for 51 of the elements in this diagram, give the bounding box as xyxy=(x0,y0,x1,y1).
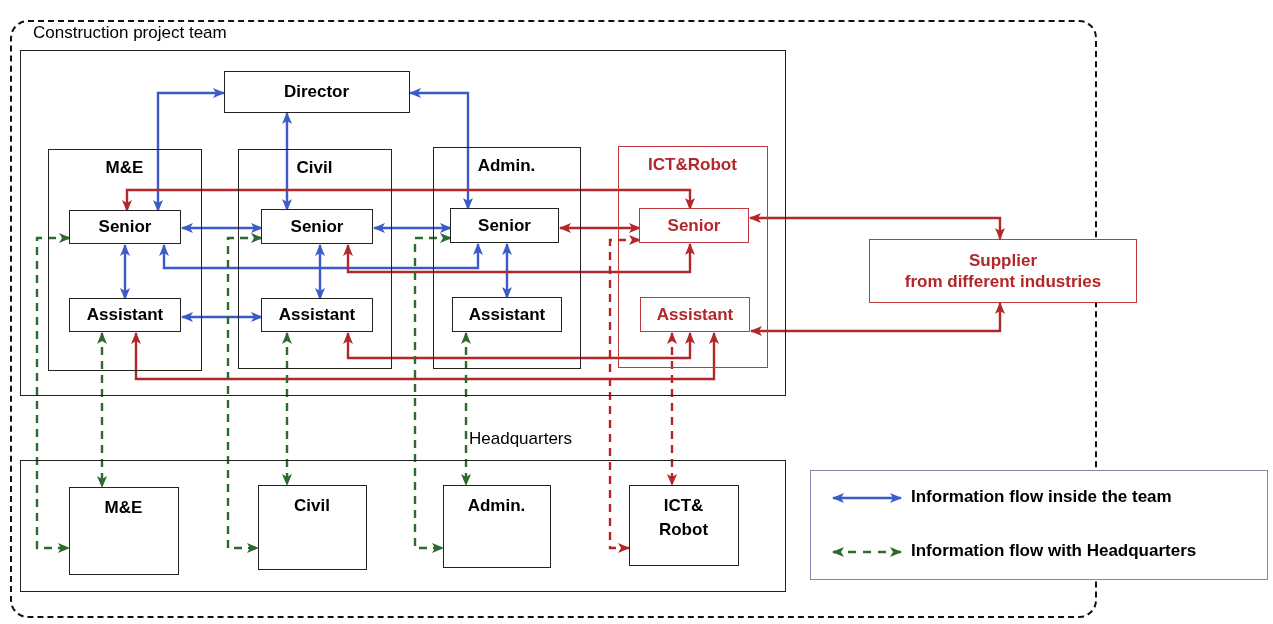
arrow xyxy=(181,312,263,322)
group-title: ICT&Robot xyxy=(647,154,738,175)
legend-text: Information flow with Headquarters xyxy=(911,541,1197,561)
arrow xyxy=(120,244,130,300)
department-group xyxy=(47,148,202,371)
arrow xyxy=(409,88,473,210)
department-group xyxy=(617,145,768,368)
dashed-arrow xyxy=(97,332,107,488)
role-box: Director xyxy=(223,70,410,113)
dashed-arrow xyxy=(608,235,641,553)
role-box: Assistant xyxy=(261,298,373,332)
section-title: Construction project team xyxy=(33,23,227,43)
arrow xyxy=(315,244,325,300)
arrow xyxy=(749,213,1005,240)
role-box: Assistant xyxy=(69,298,181,332)
dashed-arrow xyxy=(667,332,677,486)
role-box: Senior xyxy=(639,208,749,243)
dashed-arrow xyxy=(282,332,292,486)
role-box: Senior xyxy=(450,208,559,243)
role-box: Senior xyxy=(261,209,373,244)
section-title: Headquarters xyxy=(469,429,572,449)
arrow xyxy=(750,302,1005,336)
dashed-arrow xyxy=(226,233,263,553)
role-box: Assistant xyxy=(640,297,750,332)
arrow xyxy=(343,243,695,274)
role-box: Supplier from different industries xyxy=(869,239,1137,303)
department-box: Civil xyxy=(257,484,367,570)
dashed-arrow xyxy=(35,233,71,553)
arrow xyxy=(122,188,695,212)
legend-text: Information flow inside the team xyxy=(911,487,1172,507)
dashed-arrow xyxy=(461,332,471,486)
department-box: ICT& Robot xyxy=(628,484,739,566)
dashed-arrow xyxy=(413,233,452,553)
department-box: Admin. xyxy=(442,484,551,568)
department-group xyxy=(432,146,581,369)
arrow xyxy=(373,223,452,233)
arrow xyxy=(502,243,512,299)
role-box: Assistant xyxy=(452,297,562,332)
arrow xyxy=(282,112,292,211)
role-box: Senior xyxy=(69,210,181,244)
department-box: M&E xyxy=(68,486,179,575)
arrow xyxy=(131,332,719,381)
arrow xyxy=(559,223,641,233)
group-title: M&E xyxy=(104,157,145,178)
arrow xyxy=(153,88,225,212)
department-group xyxy=(237,148,392,369)
arrow xyxy=(343,332,695,360)
arrow xyxy=(181,223,263,233)
arrow xyxy=(159,243,483,270)
group-title: Civil xyxy=(295,157,334,178)
group-title: Admin. xyxy=(476,155,537,176)
